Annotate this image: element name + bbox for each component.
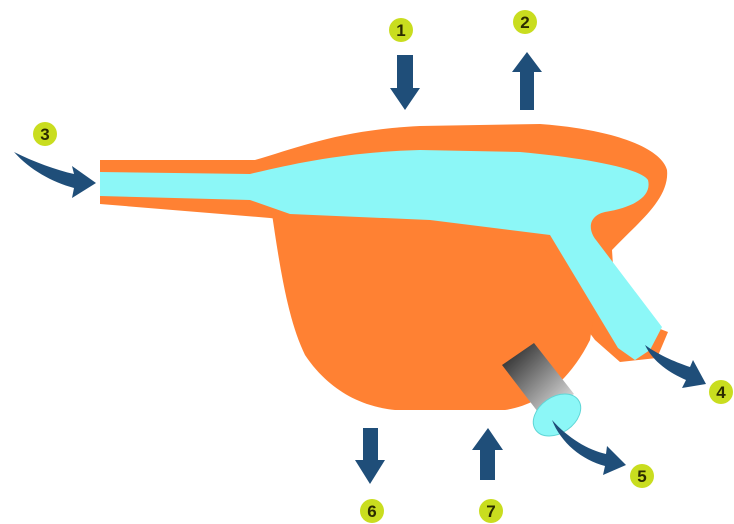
arrow-2-up: [512, 52, 542, 110]
badge-6-label: 6: [367, 502, 376, 521]
badge-4: 4: [709, 380, 733, 404]
badge-1: 1: [389, 18, 413, 42]
arrow-3-inlet: [14, 152, 96, 198]
badge-7: 7: [479, 499, 503, 523]
badge-1-label: 1: [396, 21, 405, 40]
arrow-6-down: [355, 428, 385, 484]
badge-6: 6: [360, 499, 384, 523]
badge-2-label: 2: [520, 13, 529, 32]
badge-5: 5: [630, 464, 654, 488]
badge-5-label: 5: [637, 467, 646, 486]
badge-3-label: 3: [40, 125, 49, 144]
arrow-7-up: [472, 428, 503, 480]
arrow-4-outlet: [645, 345, 706, 388]
badge-3: 3: [33, 122, 57, 146]
badge-7-label: 7: [486, 502, 495, 521]
badge-4-label: 4: [716, 383, 726, 402]
arrow-1-down: [390, 55, 420, 110]
badge-2: 2: [513, 10, 537, 34]
